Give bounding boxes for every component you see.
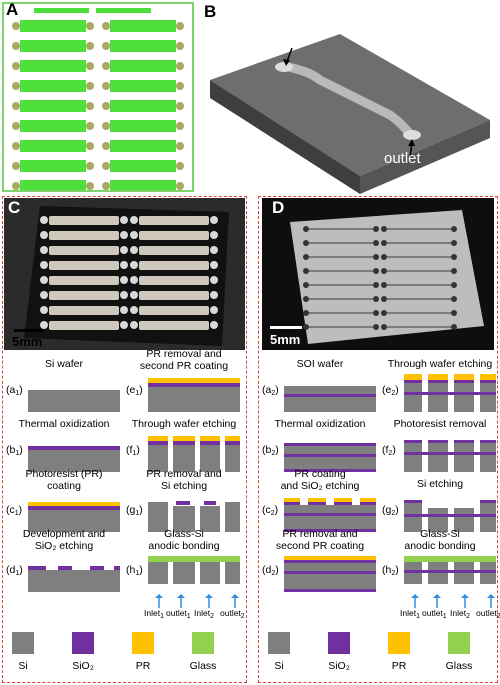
left-port-label: Inlet1 bbox=[144, 608, 164, 620]
port-arrow bbox=[205, 594, 213, 608]
panel-b-label: B bbox=[204, 2, 217, 21]
panel-a-image bbox=[2, 2, 194, 192]
cross-section bbox=[148, 501, 240, 532]
port-arrow bbox=[411, 594, 419, 608]
port-arrow bbox=[461, 594, 469, 608]
chip-3d-render bbox=[210, 34, 490, 194]
right-port-label: outlet2 bbox=[476, 608, 500, 620]
legend-swatch-pr bbox=[132, 632, 154, 654]
cross-section bbox=[404, 440, 496, 472]
left-step-2-title: Photoresist (PR)coating bbox=[25, 468, 103, 492]
port-arrow bbox=[231, 594, 239, 608]
cross-section bbox=[284, 556, 376, 592]
cross-section bbox=[284, 443, 376, 472]
legend-label-glass: Glass bbox=[445, 660, 473, 672]
legend-label-pr: PR bbox=[135, 660, 151, 672]
panel-d-label: D bbox=[272, 198, 285, 217]
cross-section bbox=[28, 390, 120, 412]
left-step-0-title: Si wafer bbox=[45, 358, 83, 370]
port-arrow bbox=[487, 594, 495, 608]
right-step-1-title: Thermal oxidization bbox=[274, 418, 366, 430]
legend-swatch-si bbox=[12, 632, 34, 654]
cross-section bbox=[148, 436, 240, 472]
scale-bar-d-label: 5mm bbox=[270, 332, 301, 347]
left-step-4-label: (e1) bbox=[126, 384, 143, 397]
right-step-5-title: Photoresist removal bbox=[393, 418, 487, 430]
panel-c-label: C bbox=[8, 198, 21, 217]
left-port-label: Inlet2 bbox=[194, 608, 214, 620]
cross-section bbox=[404, 500, 496, 532]
right-port-label: Inlet2 bbox=[450, 608, 470, 620]
cross-section bbox=[284, 498, 376, 532]
legend-label-sio2: SiO₂ bbox=[72, 660, 94, 672]
mask-layout-graphic bbox=[12, 8, 184, 192]
legend-swatch-pr bbox=[388, 632, 410, 654]
legend-swatch-sio2 bbox=[72, 632, 94, 654]
left-step-3-label: (d1) bbox=[6, 564, 23, 577]
cross-section bbox=[404, 556, 496, 584]
left-step-0-label: (a1) bbox=[6, 384, 23, 397]
right-step-6-title: Si etching bbox=[416, 478, 464, 490]
legend-label-si: Si bbox=[274, 660, 284, 672]
legend-swatch-glass bbox=[448, 632, 470, 654]
legend-label-si: Si bbox=[18, 660, 28, 672]
outlet-label: outlet bbox=[384, 150, 421, 167]
right-port-label: outlet1 bbox=[422, 608, 447, 620]
cross-section bbox=[148, 378, 240, 412]
left-step-1-title: Thermal oxidization bbox=[18, 418, 110, 430]
left-step-2-label: (c1) bbox=[6, 504, 23, 517]
cross-section bbox=[28, 446, 120, 472]
port-arrow bbox=[433, 594, 441, 608]
panel-a-label: A bbox=[6, 0, 19, 19]
right-step-6-label: (g2) bbox=[382, 504, 399, 517]
panel-c-photo bbox=[4, 198, 245, 350]
inlet-label: inlet bbox=[276, 27, 304, 44]
legend-swatch-si bbox=[268, 632, 290, 654]
right-step-4-title: Through wafer etching bbox=[387, 358, 493, 370]
left-step-6-label: (g1) bbox=[126, 504, 143, 517]
legend-label-pr: PR bbox=[391, 660, 407, 672]
right-step-0-title: SOI wafer bbox=[296, 358, 344, 370]
right-step-2-label: (c2) bbox=[262, 504, 279, 517]
cross-section bbox=[284, 386, 376, 412]
left-step-7-label: (h1) bbox=[126, 564, 143, 577]
cross-section bbox=[28, 502, 120, 532]
right-step-1-label: (b2) bbox=[262, 444, 279, 457]
legend-swatch-glass bbox=[192, 632, 214, 654]
right-port-label: Inlet1 bbox=[400, 608, 420, 620]
left-step-1-label: (b1) bbox=[6, 444, 23, 457]
legend-label-sio2: SiO₂ bbox=[328, 660, 350, 672]
scale-bar-d bbox=[270, 326, 302, 329]
cross-section bbox=[148, 556, 240, 584]
panel-c-frame bbox=[2, 196, 247, 683]
port-arrow bbox=[155, 594, 163, 608]
scale-bar-c-label: 5mm bbox=[12, 334, 43, 349]
panel-d-photo bbox=[262, 198, 494, 350]
right-step-7-label: (h2) bbox=[382, 564, 399, 577]
right-step-4-label: (e2) bbox=[382, 384, 399, 397]
left-port-label: outlet1 bbox=[166, 608, 191, 620]
legend-label-glass: Glass bbox=[189, 660, 217, 672]
port-arrow bbox=[177, 594, 185, 608]
cross-section bbox=[28, 566, 120, 592]
right-step-5-label: (f2) bbox=[382, 444, 396, 457]
cross-section bbox=[404, 374, 496, 412]
scale-bar-c bbox=[14, 329, 44, 332]
left-step-5-label: (f1) bbox=[126, 444, 140, 457]
legend-swatch-sio2 bbox=[328, 632, 350, 654]
left-step-5-title: Through wafer etching bbox=[131, 418, 237, 430]
panel-d-frame bbox=[258, 196, 498, 683]
left-port-label: outlet2 bbox=[220, 608, 245, 620]
right-step-3-label: (d2) bbox=[262, 564, 279, 577]
right-step-0-label: (a2) bbox=[262, 384, 279, 397]
